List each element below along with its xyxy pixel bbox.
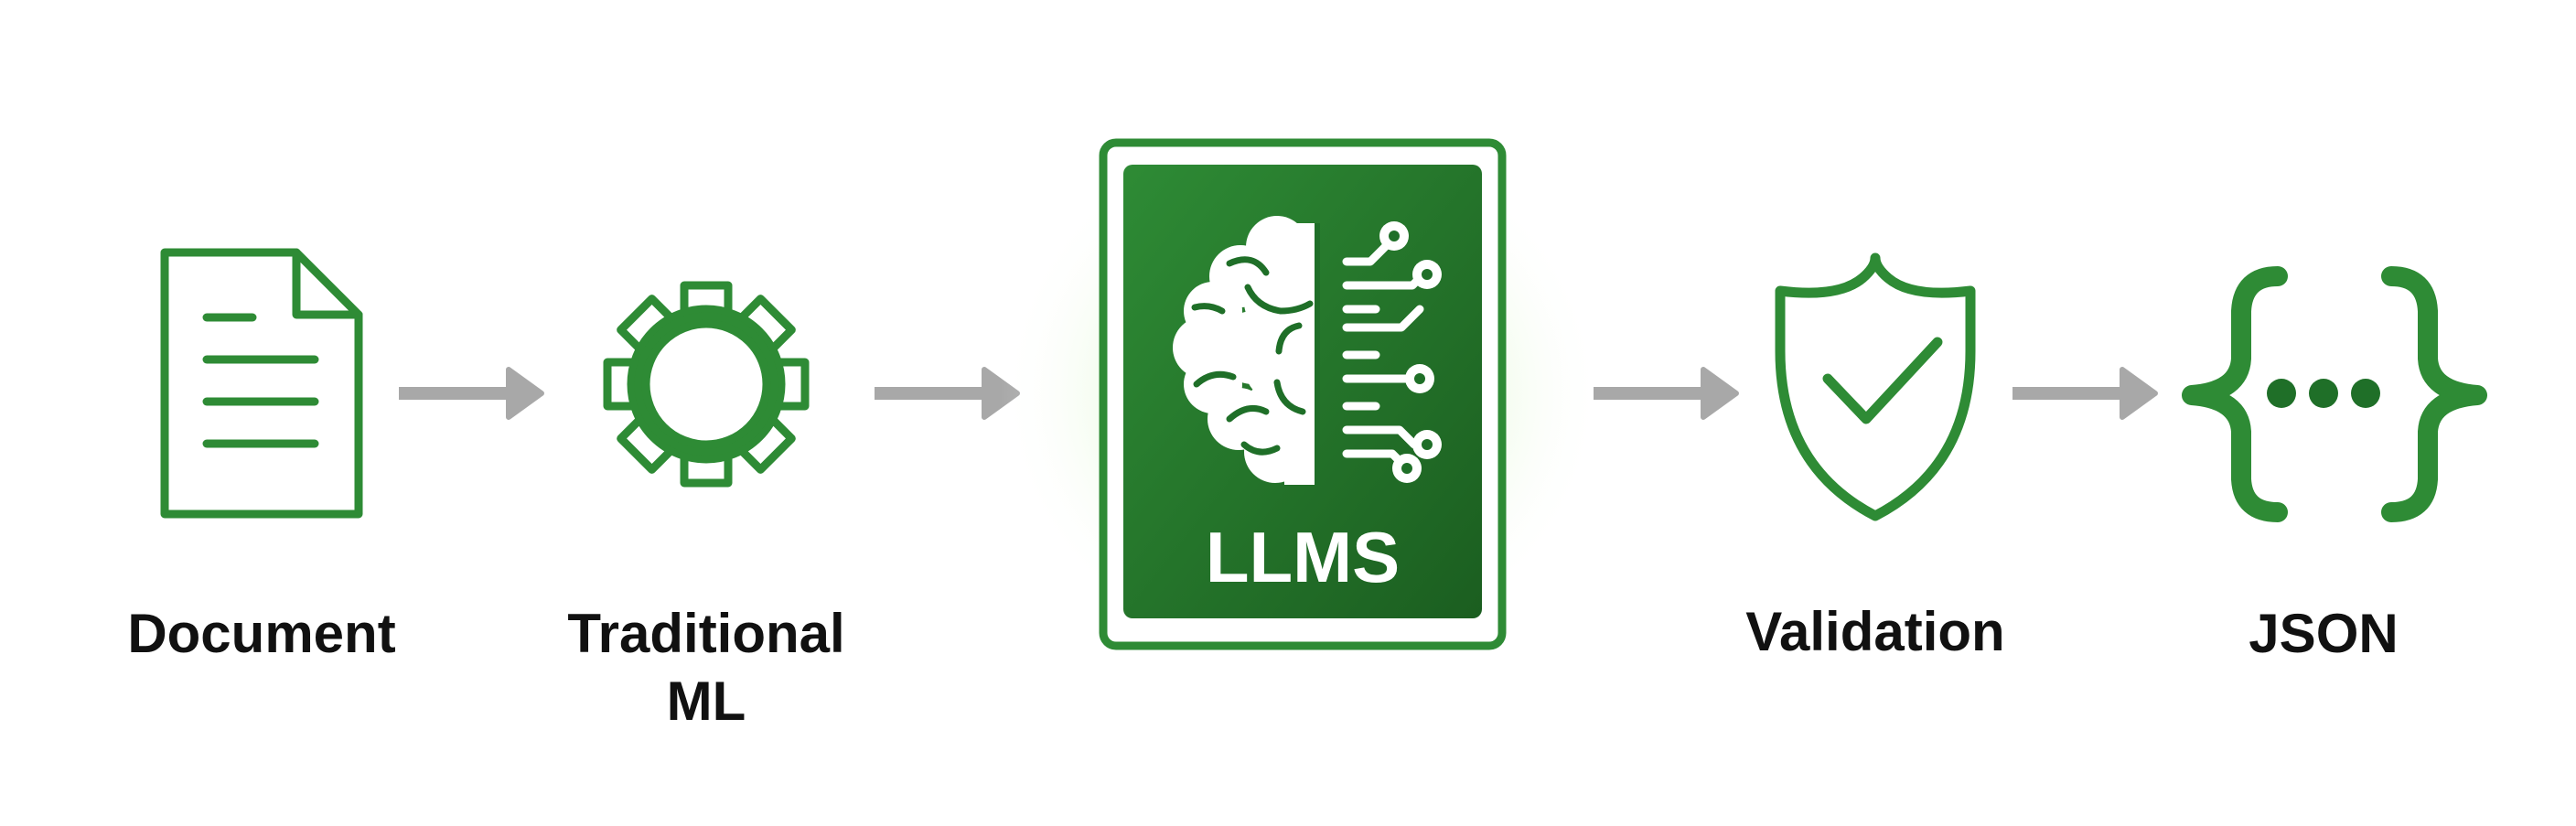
json-label: JSON xyxy=(2249,600,2398,668)
arrow-icon xyxy=(2012,367,2158,420)
document-label: Document xyxy=(127,600,395,668)
shield-check-icon xyxy=(1775,252,1976,521)
document-label-text: Document xyxy=(127,603,396,664)
brain-circuit-icon xyxy=(1173,216,1442,485)
arrow-icon xyxy=(1594,367,1739,420)
json-braces-icon xyxy=(2182,266,2487,522)
traditional-ml-label-line2: ML xyxy=(666,670,746,732)
traditional-ml-label-line1: Traditional xyxy=(567,603,845,664)
gear-icon xyxy=(603,281,810,488)
validation-label: Validation xyxy=(1745,598,2004,666)
document-icon xyxy=(160,248,363,519)
arrow-icon xyxy=(399,367,544,420)
validation-label-text: Validation xyxy=(1745,601,2005,662)
traditional-ml-label: Traditional ML xyxy=(567,600,844,735)
json-label-text: JSON xyxy=(2249,603,2399,664)
ellipsis-icon xyxy=(2267,379,2380,408)
arrow-icon xyxy=(875,367,1020,420)
llm-label: LLMS xyxy=(1206,517,1400,597)
